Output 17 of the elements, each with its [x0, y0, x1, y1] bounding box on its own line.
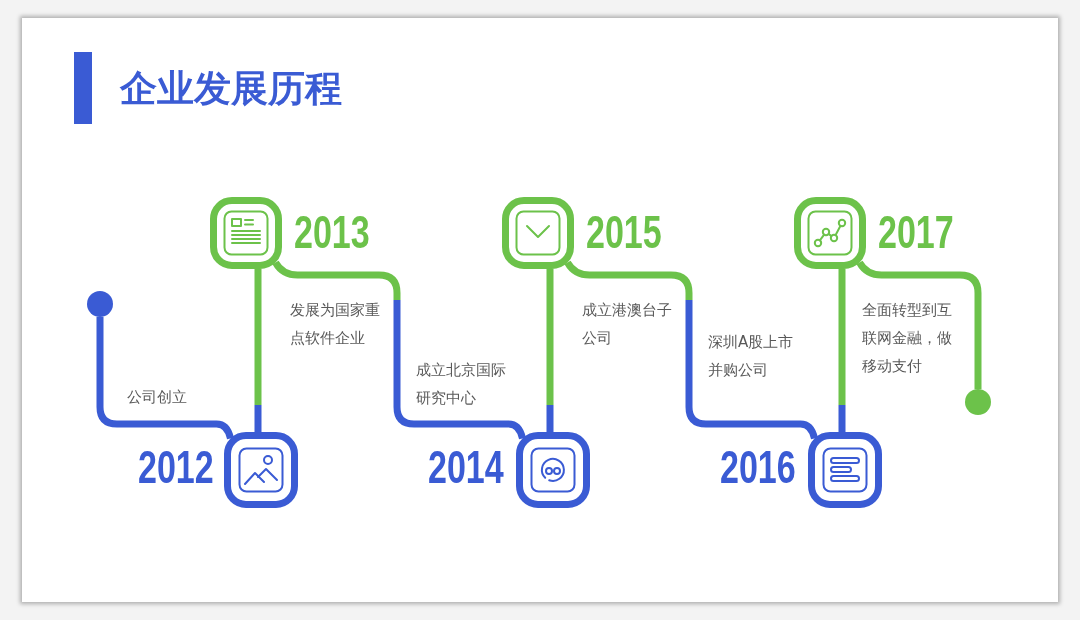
title: 企业发展历程 — [120, 66, 342, 112]
year-label: 2016 — [720, 444, 796, 490]
milestone-description: 全面转型到互联网金融，做移动支付 — [862, 300, 953, 377]
year-label: 2017 — [878, 209, 954, 255]
timeline-path — [254, 269, 262, 432]
year-label: 2012 — [138, 444, 214, 490]
year-label: 2014 — [428, 444, 504, 490]
milestone-description: 成立北京国际研究中心 — [416, 360, 507, 409]
year-label: 2013 — [294, 209, 370, 255]
milestone-description: 成立港澳台子公司 — [582, 300, 673, 349]
milestone-description: 发展为国家重点软件企业 — [290, 300, 381, 349]
timeline-path — [856, 260, 982, 389]
milestone-description: 深圳A股上市并购公司 — [708, 332, 795, 381]
timeline-path — [838, 269, 846, 432]
timeline-path — [546, 269, 554, 432]
milestone-description: 公司创立 — [127, 387, 188, 408]
year-label: 2015 — [586, 209, 662, 255]
